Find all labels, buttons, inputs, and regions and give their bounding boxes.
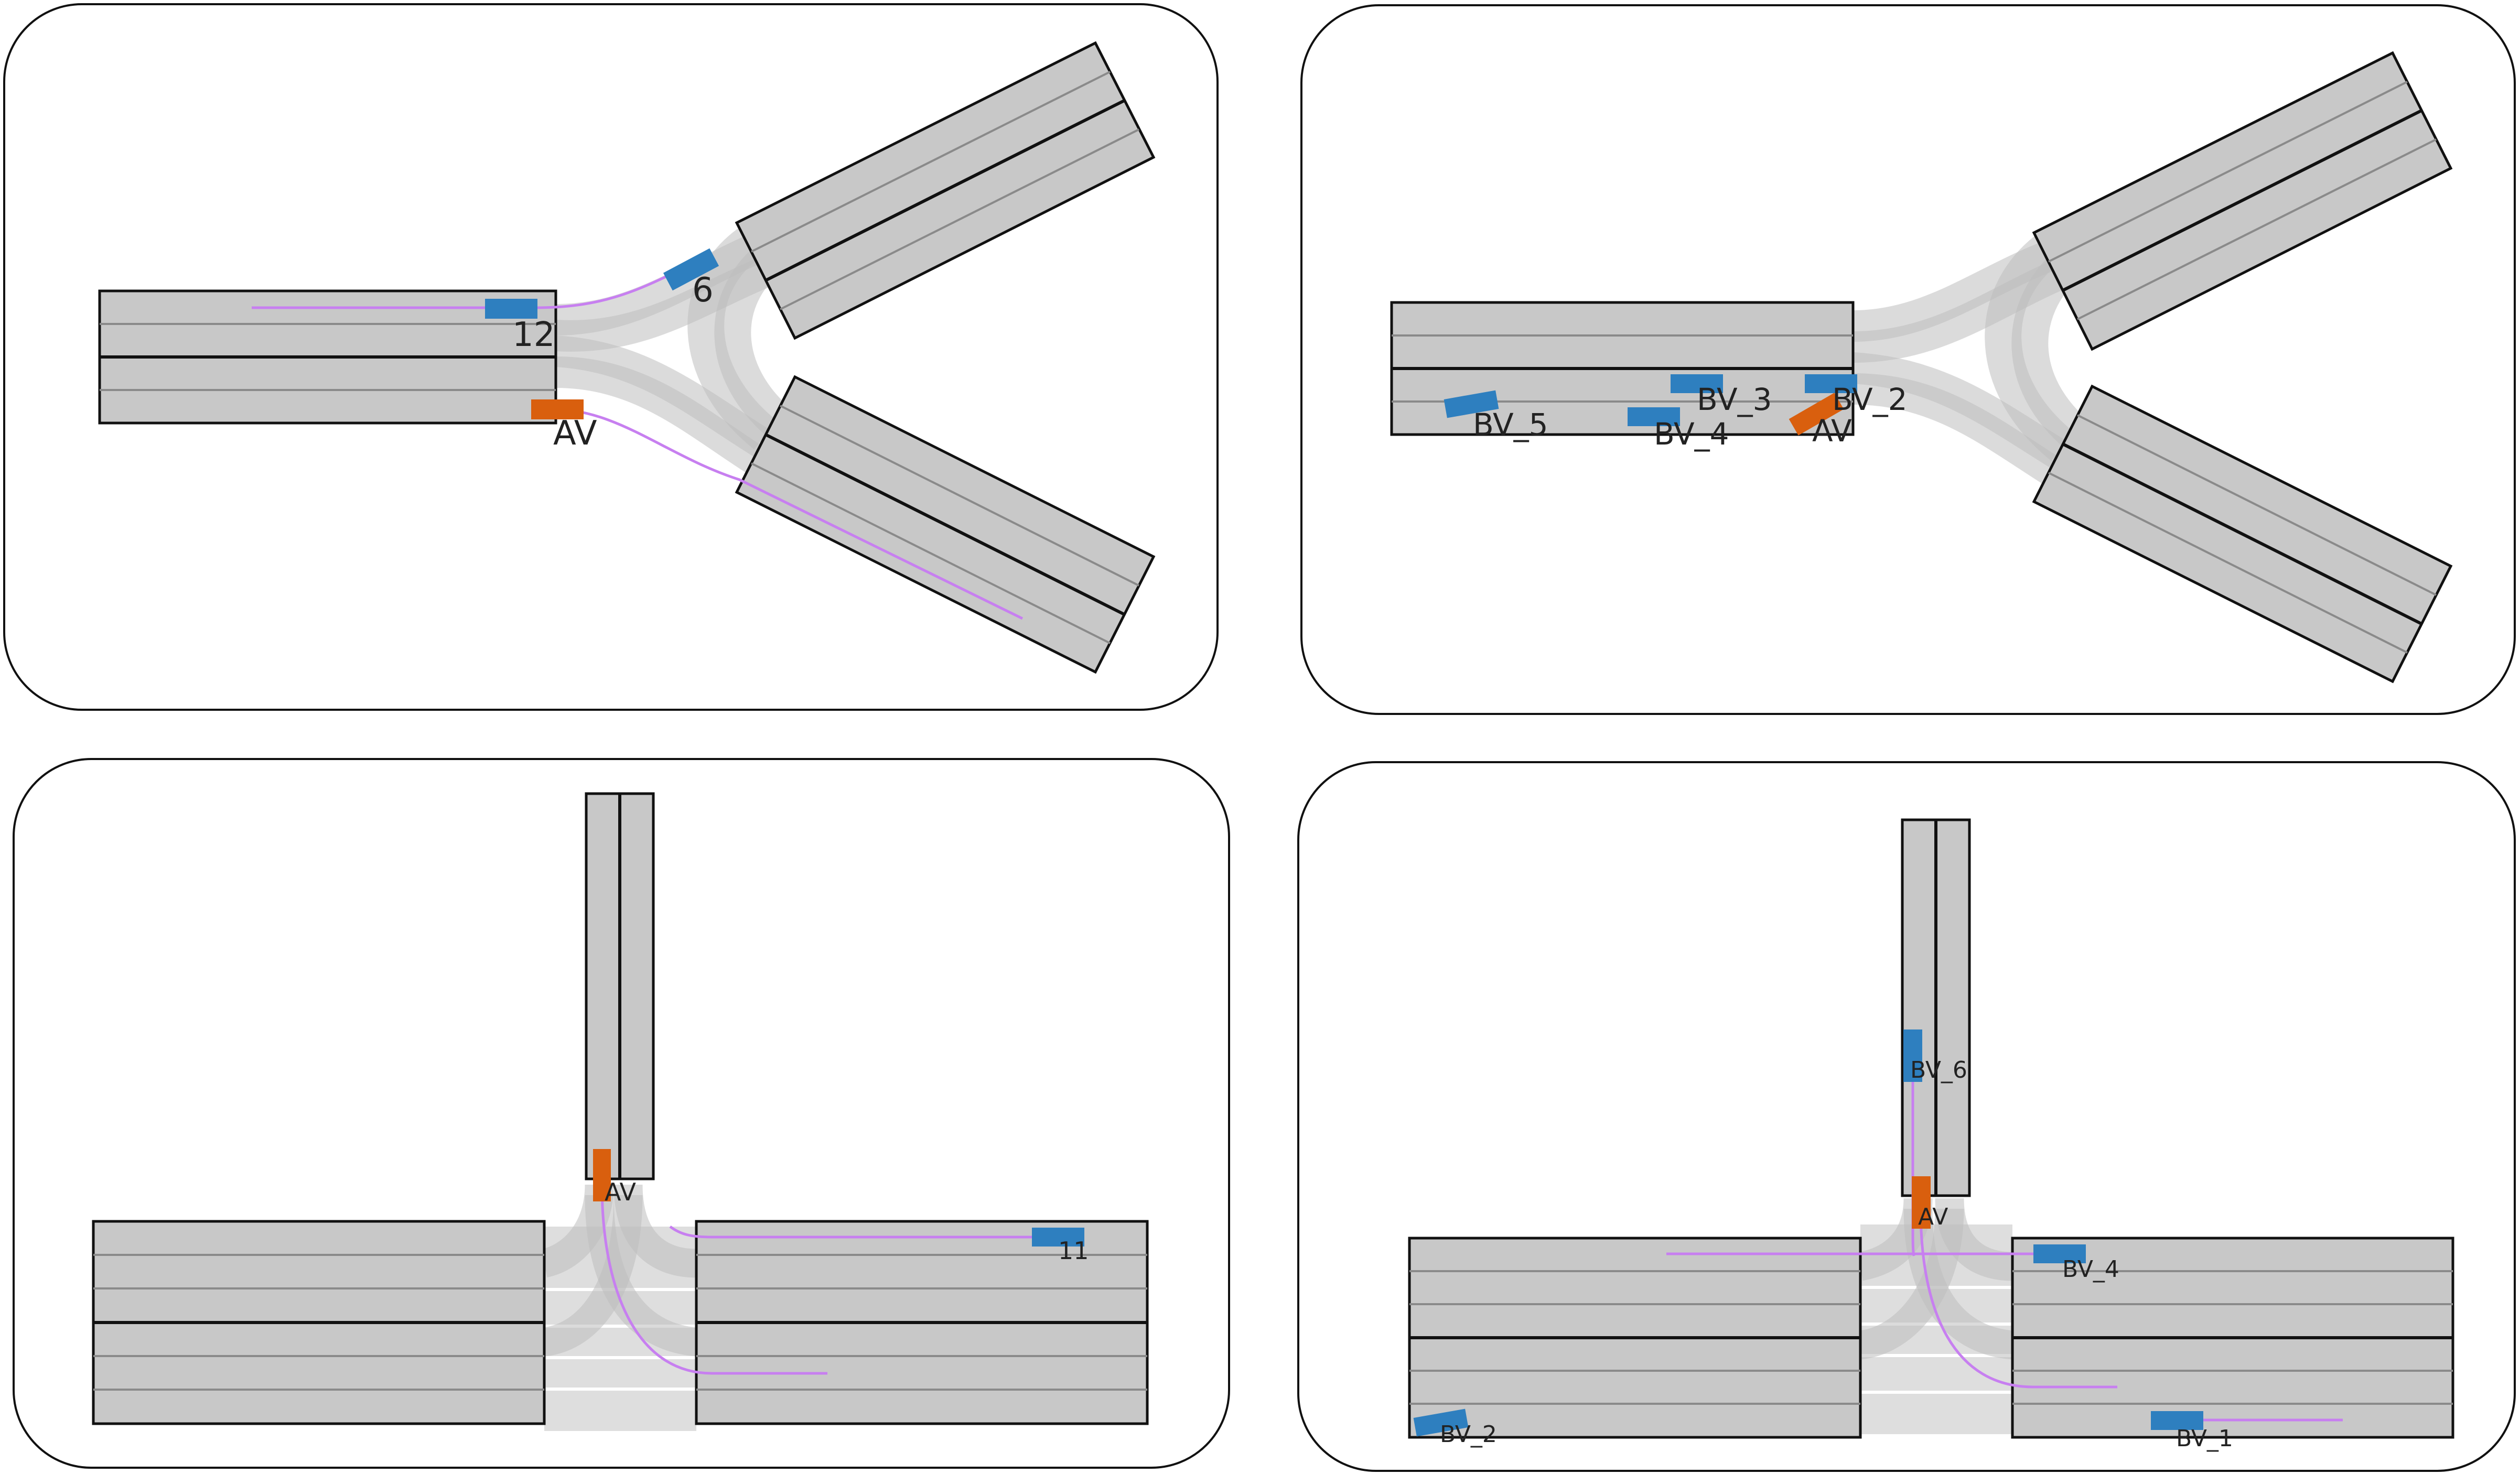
- road-west: [98, 289, 557, 425]
- ego-vehicle: [531, 399, 584, 419]
- road-southeast: [735, 375, 1156, 674]
- vehicle-bv1: [2151, 1411, 2203, 1430]
- junction-connectors: [541, 1184, 698, 1431]
- ego-vehicle: [593, 1149, 611, 1201]
- junction-connectors: [1857, 1198, 2015, 1434]
- junction-connectors: [1852, 226, 2091, 492]
- vehicle-12: [485, 299, 537, 319]
- vehicle-bv4: [2033, 1244, 2086, 1263]
- label-ego: AV: [1812, 413, 1852, 449]
- road-east: [2011, 1237, 2454, 1439]
- label-ego: AV: [605, 1178, 637, 1206]
- scenario-4-map: BV_6 BV_4 AV BV_1 BV_2: [1408, 818, 2454, 1452]
- vehicle-bv2: [1413, 1408, 1469, 1437]
- scenario-panel-3: 11 AV: [13, 758, 1230, 1469]
- scenario-3-map: 11 AV: [92, 792, 1149, 1431]
- trajectory-ego: [1919, 1208, 2117, 1389]
- vehicle-bv4: [1628, 407, 1680, 426]
- vehicle-bv3: [1671, 374, 1723, 393]
- scenario-panel-2: BV_5 BV_3 BV_4 BV_2 AV: [1300, 4, 2516, 715]
- scenario-1-map: 12 6 AV: [98, 41, 1156, 674]
- label-ego: AV: [1918, 1204, 1948, 1230]
- ego-vehicle: [1912, 1176, 1931, 1229]
- label-bv2: BV_2: [1440, 1421, 1497, 1448]
- vehicle-bv2: [1805, 374, 1857, 393]
- label-6: 6: [692, 271, 714, 310]
- label-ego: AV: [553, 414, 597, 453]
- road-southeast: [2032, 384, 2453, 684]
- vehicle-11: [1032, 1228, 1084, 1247]
- scenario-panel-1: 12 6 AV: [3, 3, 1219, 711]
- label-bv4: BV_4: [1654, 416, 1729, 452]
- road-west: [92, 1220, 546, 1425]
- trajectory-ego: [600, 1184, 827, 1375]
- label-11: 11: [1058, 1237, 1089, 1265]
- road-north: [585, 792, 655, 1180]
- trajectory-11: [669, 1225, 1074, 1239]
- vehicle-bv5: [1444, 390, 1499, 418]
- label-12: 12: [512, 316, 555, 354]
- label-bv1: BV_1: [2176, 1425, 2233, 1452]
- ego-vehicle: [1789, 393, 1844, 436]
- junction-connectors: [555, 220, 793, 480]
- road-northeast: [735, 41, 1156, 340]
- scenario-2-map: BV_5 BV_3 BV_4 BV_2 AV: [1390, 51, 2453, 684]
- road-west: [1408, 1237, 1862, 1439]
- road-east: [695, 1220, 1149, 1425]
- vehicle-bv6: [1903, 1029, 1922, 1082]
- vehicle-6: [663, 248, 719, 291]
- label-bv3: BV_3: [1697, 382, 1772, 417]
- label-bv2: BV_2: [1832, 382, 1908, 417]
- label-bv5: BV_5: [1473, 407, 1548, 442]
- label-bv6: BV_6: [1910, 1057, 1967, 1083]
- scenario-panel-4: BV_6 BV_4 AV BV_1 BV_2: [1297, 761, 2516, 1472]
- road-northeast: [2032, 51, 2453, 351]
- label-bv4: BV_4: [2062, 1256, 2119, 1283]
